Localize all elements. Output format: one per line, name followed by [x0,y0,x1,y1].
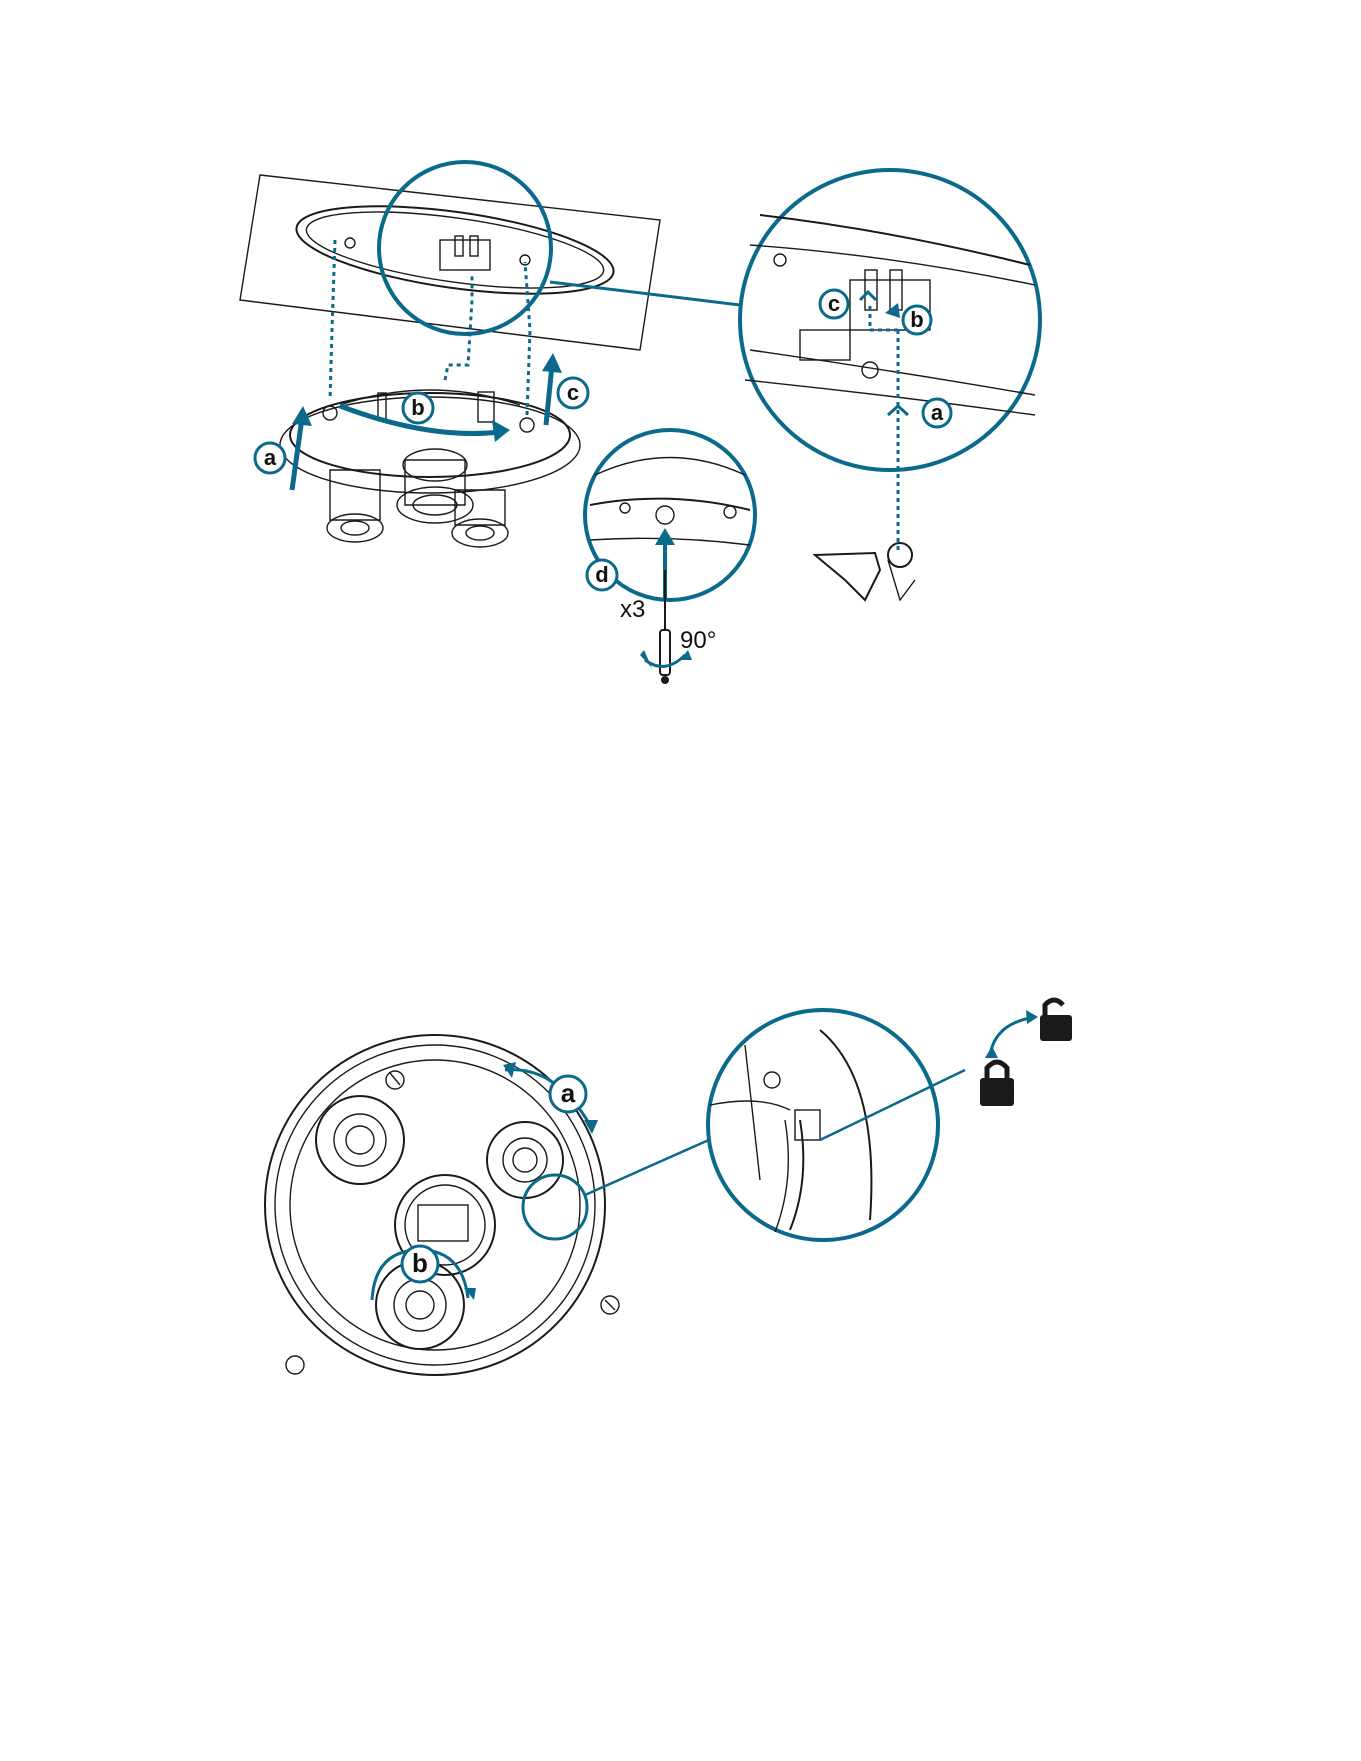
unlock-icon [1040,1000,1072,1041]
callout-2b: b [402,1246,438,1282]
figure-2-lens-adjust: a b [265,1000,1072,1375]
svg-text:b: b [910,307,923,332]
screw-count-label: x3 [620,596,645,623]
svg-text:b: b [411,395,424,420]
callout-c: c [558,378,588,408]
svg-text:a: a [264,445,277,470]
mounting-plate [291,190,618,310]
lock-icon [980,1062,1014,1106]
zoom-connector-line-2 [585,1135,720,1195]
svg-text:a: a [931,400,944,425]
callout-a: a [255,443,285,473]
zoom-detail-latch: c b a [740,170,1040,550]
zoom-callout-c: c [820,290,848,318]
callout-d: d [587,560,617,590]
svg-text:a: a [561,1078,576,1108]
ceiling-panel [240,175,660,350]
lens-top-right [487,1122,563,1198]
zoom-callout-a: a [923,399,951,427]
lens-left [327,470,383,542]
svg-text:c: c [828,291,840,316]
figure-1-mount-assembly: a b c [240,162,1040,684]
zoom-callout-b: b [903,306,931,334]
lock-toggle-arrow [985,1010,1038,1058]
callout-b: b [403,393,433,423]
zoom-detail-latch-2 [708,1010,965,1240]
lens-center [397,449,473,523]
svg-text:c: c [567,380,579,405]
latch-clip-part [815,543,915,600]
callout-2a: a [550,1076,586,1112]
zoom-circle-plate [379,162,551,334]
svg-text:b: b [412,1248,428,1278]
svg-text:d: d [595,562,608,587]
rotation-label: 90° [680,627,716,654]
lens-top-left [316,1096,404,1184]
zoom-connector-line [550,282,740,305]
